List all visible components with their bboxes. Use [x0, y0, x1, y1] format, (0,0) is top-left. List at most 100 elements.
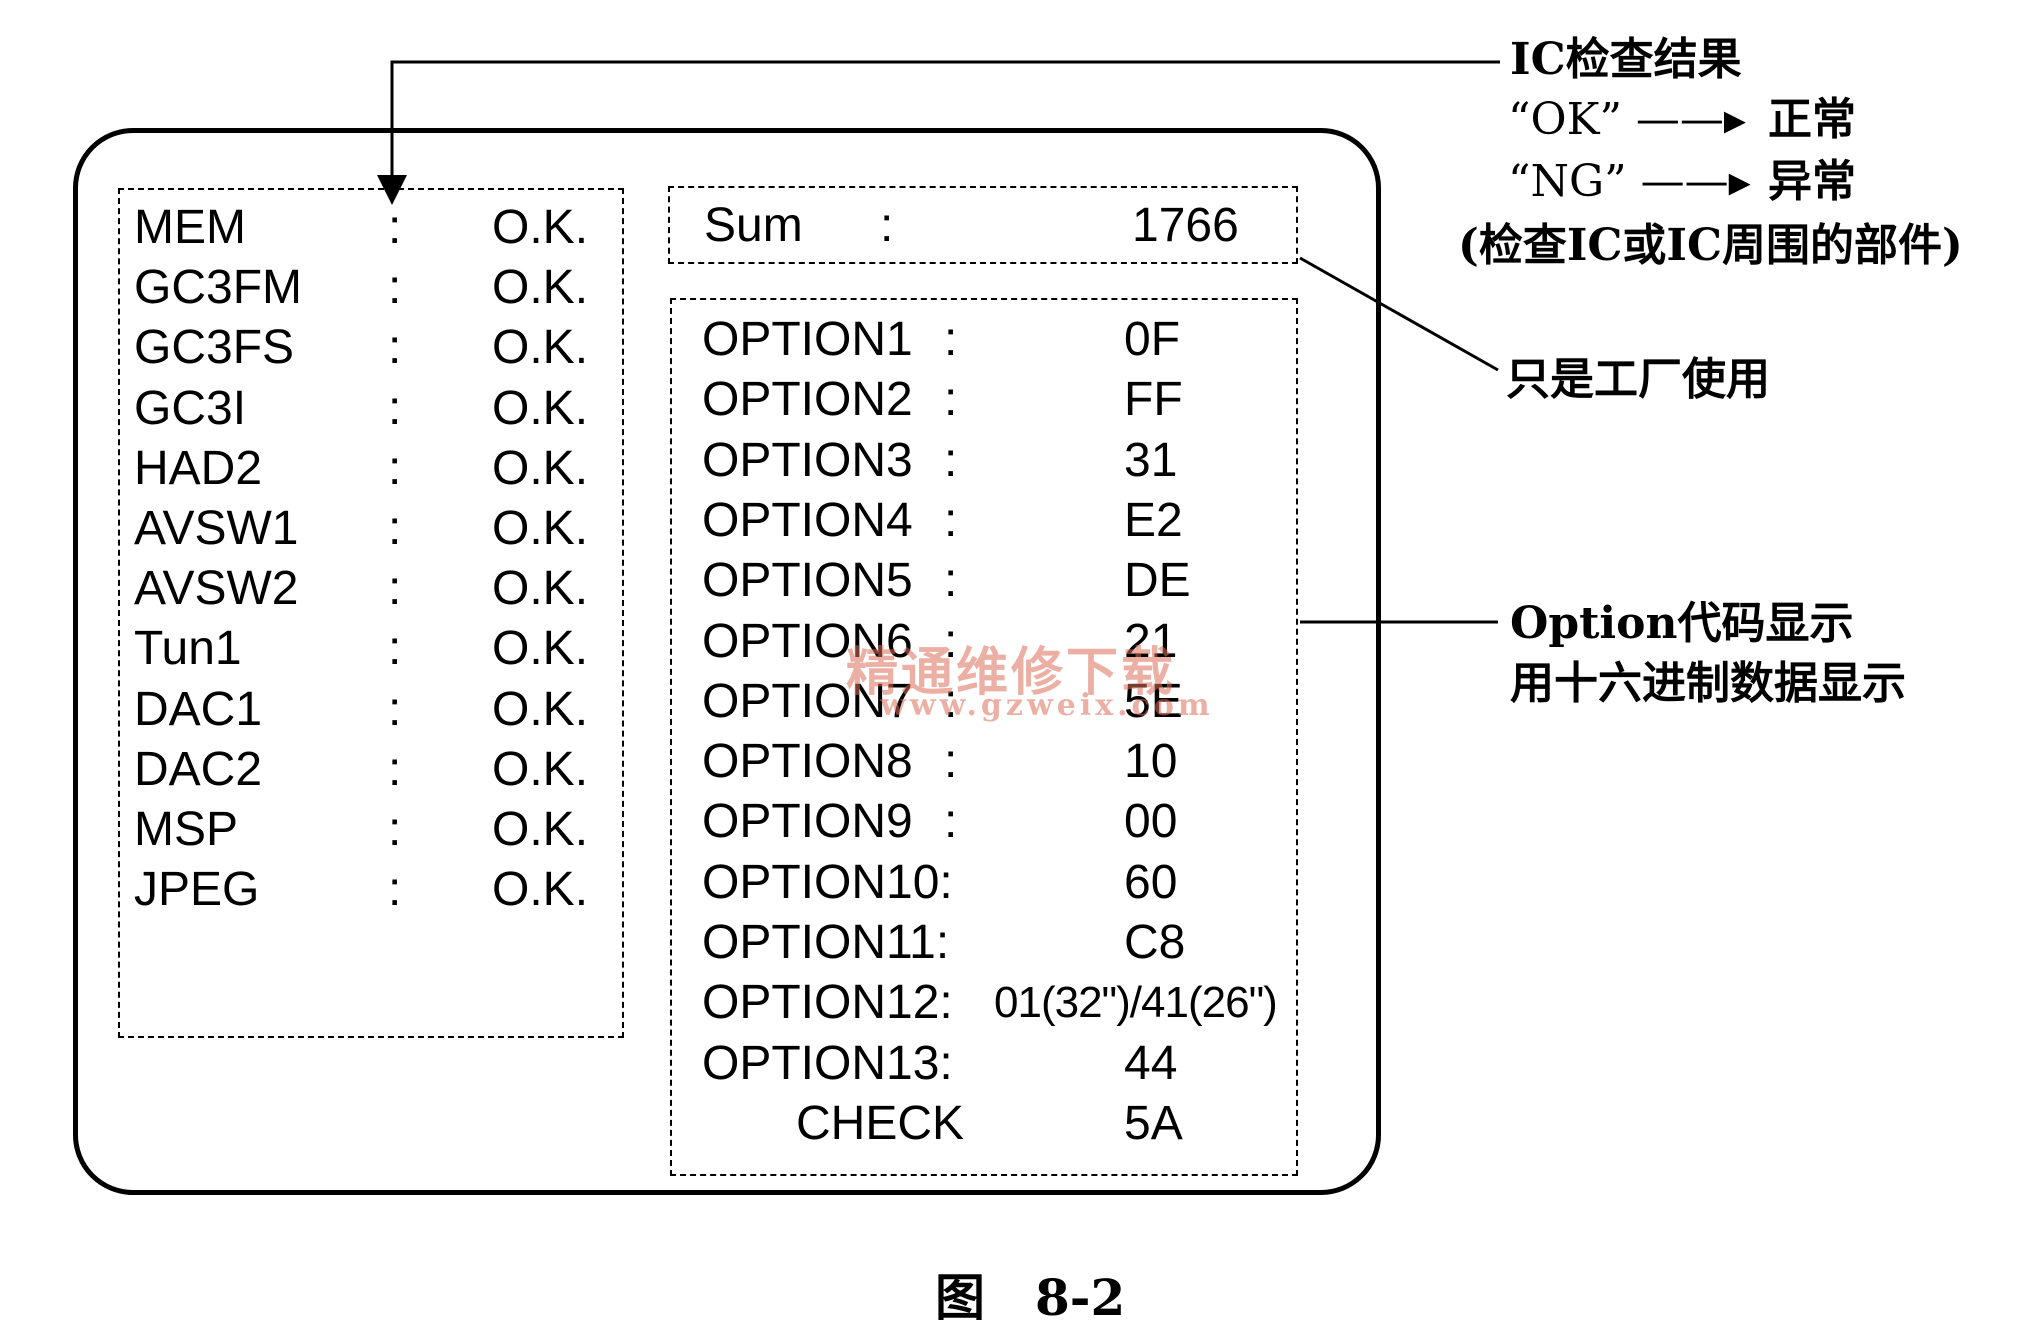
- option-value: 5E: [1124, 674, 1183, 728]
- watermark-url: www.gzweix.com: [880, 688, 1214, 723]
- option-row: OPTION5: DE: [672, 551, 1296, 611]
- option-value: 01(32")/41(26"): [994, 978, 1278, 1028]
- option-value: 60: [1124, 855, 1178, 909]
- option-value: E2: [1124, 493, 1183, 547]
- option-name: CHECK: [796, 1096, 965, 1150]
- option-value: 21: [1124, 614, 1178, 668]
- sum-value: 1766: [1132, 199, 1239, 252]
- option-name: OPTION4: [702, 493, 913, 547]
- ic-status: O.K.: [492, 622, 589, 676]
- option-value: C8: [1124, 916, 1186, 969]
- option-colon: :: [944, 313, 958, 366]
- option-display-note-2: 用十六进制数据显示: [1510, 658, 1906, 709]
- option-colon: :: [944, 554, 958, 608]
- ic-colon: :: [388, 502, 402, 555]
- ic-colon: :: [388, 441, 402, 495]
- ic-status: O.K.: [492, 682, 589, 736]
- ic-name: GC3FS: [134, 321, 295, 375]
- ic-colon: :: [388, 682, 402, 736]
- option-row: OPTION7: 5E: [672, 672, 1296, 732]
- ic-colon: :: [388, 562, 402, 616]
- option-colon: :: [944, 433, 958, 487]
- ic-status: O.K.: [492, 381, 589, 435]
- option-row: OPTION10: 60: [672, 853, 1296, 913]
- ic-name: MEM: [134, 201, 246, 254]
- ic-check-row: GC3I: O.K.: [120, 379, 622, 439]
- option-name: OPTION8: [702, 735, 913, 789]
- option-name: OPTION1: [702, 313, 913, 366]
- ic-colon: :: [388, 381, 402, 435]
- ic-check-row: HAD2: O.K.: [120, 439, 622, 499]
- option-row: OPTION12:01(32")/41(26"): [672, 973, 1296, 1033]
- option-colon: :: [944, 795, 958, 849]
- option-row: OPTION3: 31: [672, 431, 1296, 491]
- ic-colon: :: [388, 742, 402, 796]
- option-row: OPTION8:10: [672, 732, 1296, 792]
- ic-colon: :: [388, 201, 402, 254]
- ic-check-row: DAC2: O.K.: [120, 740, 622, 800]
- ng-meaning: 异常: [1768, 156, 1856, 207]
- option-name: OPTION7: [702, 674, 913, 728]
- watermark-text: 精通维修下载: [846, 642, 1177, 703]
- option-value: 31: [1124, 433, 1178, 487]
- sum-colon: :: [880, 199, 894, 252]
- ic-status: O.K.: [492, 742, 589, 796]
- factory-only-note: 只是工厂使用: [1506, 354, 1770, 405]
- ok-meaning: 正常: [1768, 94, 1856, 145]
- ic-name: HAD2: [134, 441, 263, 495]
- option-row: OPTION6: 21: [672, 612, 1296, 672]
- option-colon: :: [944, 674, 958, 728]
- ic-colon: :: [388, 622, 402, 676]
- option-display-note-1: Option代码显示: [1510, 598, 1854, 649]
- sum-panel: Sum : 1766: [668, 186, 1298, 264]
- check-note: (检查IC或IC周围的部件): [1458, 220, 1963, 271]
- ic-name: MSP: [134, 803, 239, 856]
- ic-check-row: GC3FM:O.K.: [120, 258, 622, 318]
- option-value: 44: [1124, 1036, 1178, 1090]
- option-row: OPTION2:FF: [672, 370, 1296, 430]
- option-row: OPTION11: C8: [672, 913, 1296, 973]
- ic-colon: :: [388, 863, 402, 917]
- option-colon: :: [944, 735, 958, 789]
- ic-check-row: DAC1: O.K.: [120, 680, 622, 740]
- option-name: OPTION11:: [702, 916, 950, 969]
- ic-name: DAC2: [134, 742, 263, 796]
- ic-name: DAC1: [134, 682, 263, 736]
- ic-result-title: IC检查结果: [1510, 34, 1742, 85]
- option-value: FF: [1124, 373, 1183, 427]
- ic-check-row: GC3FS: O.K.: [120, 318, 622, 378]
- ic-status: O.K.: [492, 321, 589, 375]
- ic-status: O.K.: [492, 201, 589, 254]
- option-name: OPTION10:: [702, 855, 953, 909]
- ic-status: O.K.: [492, 441, 589, 495]
- option-name: OPTION13:: [702, 1036, 953, 1090]
- ic-status: O.K.: [492, 502, 589, 555]
- option-value: 00: [1124, 795, 1178, 849]
- ic-check-row: MEM: O.K.: [120, 198, 622, 258]
- ic-check-panel: MEM:O.K.GC3FM:O.K.GC3FS:O.K.GC3I:O.K.HAD…: [118, 188, 624, 1038]
- ic-name: AVSW2: [134, 562, 299, 616]
- figure-caption: 图 8-2: [935, 1268, 1126, 1327]
- option-colon: :: [944, 373, 958, 427]
- option-value: DE: [1124, 554, 1191, 608]
- option-name: OPTION9: [702, 795, 913, 849]
- ok-code: “OK” ——▸: [1508, 94, 1747, 145]
- option-name: OPTION6: [702, 614, 913, 668]
- option-name: OPTION3: [702, 433, 913, 487]
- ic-name: GC3I: [134, 381, 247, 435]
- ic-status: O.K.: [492, 863, 589, 917]
- option-row: OPTION13: 44: [672, 1034, 1296, 1094]
- option-colon: :: [944, 614, 958, 668]
- factory-callout-line: [1299, 256, 1499, 372]
- option-name: OPTION5: [702, 554, 913, 608]
- ic-name: AVSW1: [134, 502, 299, 555]
- ic-check-row: AVSW2: O.K.: [120, 559, 622, 619]
- sum-label: Sum: [704, 199, 803, 252]
- ic-status: O.K.: [492, 562, 589, 616]
- ic-colon: :: [388, 321, 402, 375]
- tv-screen-frame: [73, 128, 1381, 1195]
- ic-name: Tun1: [134, 622, 242, 676]
